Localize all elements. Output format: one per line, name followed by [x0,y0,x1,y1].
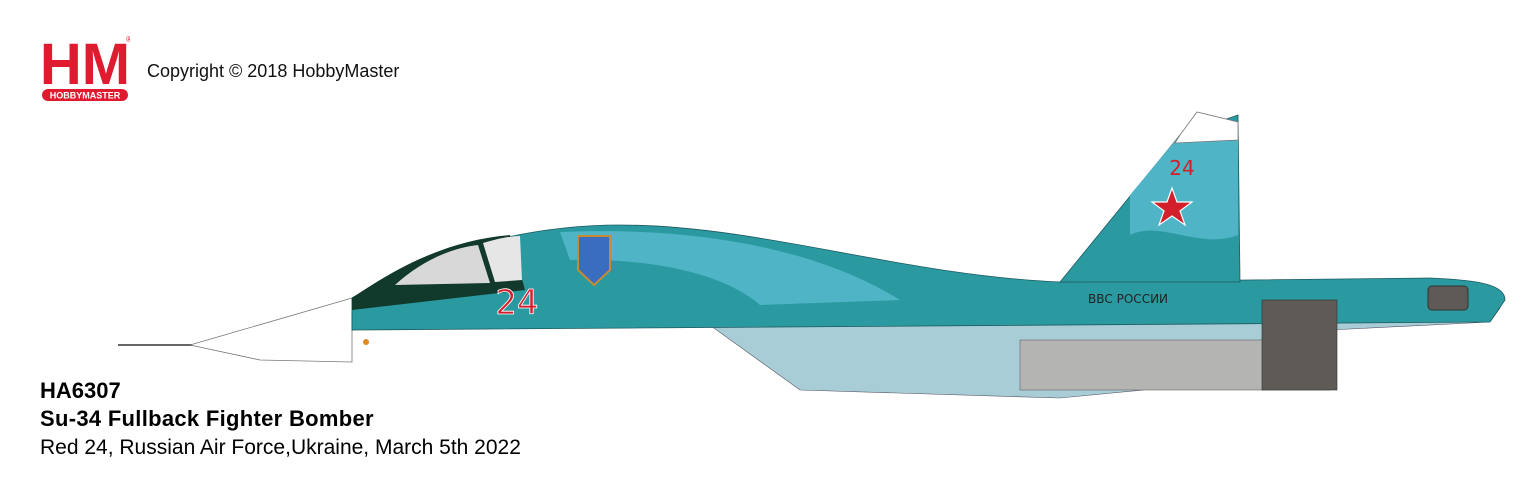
unit-badge [577,235,611,287]
canopy-rear-glass [483,236,522,282]
logo-subtitle: HOBBYMASTER [50,91,121,101]
engine-nozzle [1261,299,1338,391]
canopy-front-glass [395,245,490,285]
product-description: Red 24, Russian Air Force,Ukraine, March… [40,436,521,459]
fuselage-lettering: ВВС РОССИИ [1088,292,1168,306]
hazard-marker-icon [363,339,369,345]
product-name: Su-34 Fullback Fighter Bomber [40,406,374,431]
side-number: 24 [495,283,538,323]
copyright-text: Copyright © 2018 HobbyMaster [147,61,400,81]
radome-nose [189,297,353,363]
camo-light-patch [560,231,900,305]
registered-mark: ® [126,35,130,44]
tail-boom-grille [1427,285,1469,311]
tail-camo-light [1130,125,1238,240]
red-star-icon [1150,186,1194,227]
logo-letters: HM [40,32,130,97]
hobbymaster-logo: HM HOBBYMASTER ® [40,32,130,101]
product-caption: HA6307 Su-34 Fullback Fighter Bomber Red… [40,377,521,463]
fin-tip [1174,111,1239,144]
logo-banner [42,89,128,101]
product-code: HA6307 [40,378,121,403]
tail-number: 24 [1169,156,1194,180]
